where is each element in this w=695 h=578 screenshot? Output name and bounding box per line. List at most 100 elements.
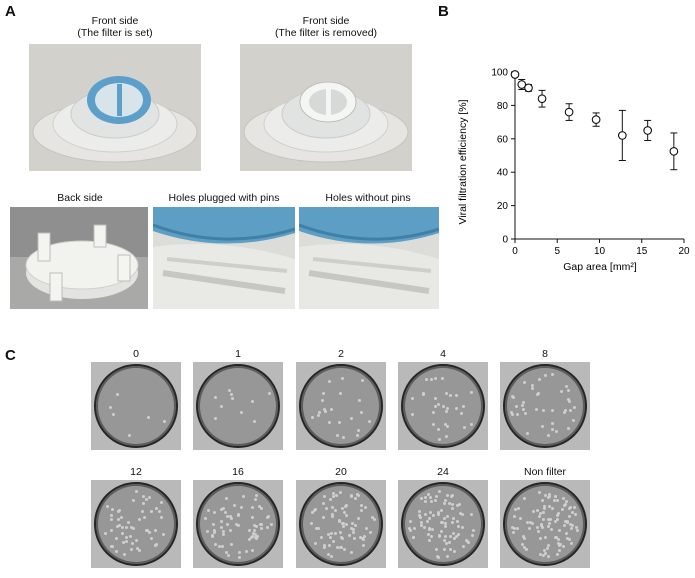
plaque-dot bbox=[516, 526, 520, 530]
plaque-dot bbox=[423, 525, 427, 529]
plaque-dot bbox=[558, 544, 562, 548]
plaque-dot bbox=[444, 410, 448, 414]
plaque-dot bbox=[315, 526, 319, 530]
plaque-dot bbox=[362, 534, 366, 538]
panel-letter-c: C bbox=[5, 347, 16, 364]
plaque-dot bbox=[149, 537, 153, 541]
petri-plate bbox=[398, 480, 488, 568]
plaque-dot bbox=[331, 506, 334, 510]
plaque-dot bbox=[445, 514, 449, 518]
plaque-dot bbox=[259, 506, 263, 510]
plaque-dot bbox=[443, 422, 447, 426]
plaque-dot bbox=[354, 497, 358, 501]
plaque-dot bbox=[322, 515, 326, 519]
plaque-dot bbox=[364, 527, 368, 531]
plaque-dot bbox=[147, 415, 151, 419]
plate-label: 0 bbox=[133, 348, 139, 360]
plaque-dot bbox=[350, 521, 354, 525]
plaque-dot bbox=[214, 416, 218, 420]
plaque-dot bbox=[131, 498, 135, 502]
plaque-dot bbox=[574, 513, 578, 517]
plate-label: 8 bbox=[542, 348, 548, 360]
plaque-dot bbox=[340, 506, 344, 510]
plaque-dot bbox=[212, 528, 216, 532]
plaque-dot bbox=[253, 533, 257, 537]
plaque-dot bbox=[124, 539, 128, 543]
plaque-dot bbox=[117, 518, 121, 522]
plaque-dot bbox=[224, 550, 228, 554]
plaque-dot bbox=[561, 507, 565, 511]
plaque-dot bbox=[550, 527, 554, 531]
plaque-dot bbox=[212, 531, 216, 535]
plaque-dot bbox=[125, 526, 129, 530]
plaque-dot bbox=[534, 407, 538, 411]
plaque-dot bbox=[458, 512, 462, 516]
y-tick-label: 100 bbox=[491, 68, 508, 79]
plaque-dot bbox=[438, 437, 441, 441]
plaque-dot bbox=[564, 409, 568, 413]
plaque-dot bbox=[429, 496, 433, 500]
plaque-dot bbox=[443, 539, 447, 543]
plaque-dot bbox=[326, 533, 330, 537]
plaque-dot bbox=[327, 420, 331, 424]
plaque-dot bbox=[541, 554, 545, 558]
plaque-dot bbox=[521, 542, 525, 546]
plaque-dot bbox=[250, 400, 254, 404]
photo-holes-without bbox=[299, 207, 439, 309]
data-point bbox=[617, 131, 627, 140]
data-point bbox=[510, 70, 520, 79]
plaque-dot bbox=[328, 535, 332, 539]
plaque-dot bbox=[141, 501, 145, 505]
plaque-dot bbox=[541, 409, 545, 413]
plate-label: 16 bbox=[232, 466, 244, 478]
plaque-dot bbox=[444, 542, 448, 546]
plaque-dot bbox=[424, 377, 428, 381]
plaque-dot bbox=[566, 426, 570, 430]
plaque-dot bbox=[537, 391, 541, 395]
x-tick-label: 10 bbox=[594, 246, 606, 257]
plaque-dot bbox=[462, 425, 466, 429]
plaque-dot bbox=[540, 526, 544, 530]
y-tick-label: 80 bbox=[497, 101, 509, 112]
plaque-dot bbox=[234, 523, 238, 527]
plaque-dot bbox=[343, 504, 347, 508]
x-tick-label: 5 bbox=[554, 246, 560, 257]
plaque-dot bbox=[411, 397, 415, 401]
plaque-dot bbox=[540, 522, 544, 526]
plaque-dot bbox=[224, 510, 228, 514]
plaque-dot bbox=[537, 490, 541, 494]
plaque-dot bbox=[110, 529, 114, 533]
plaque-dot bbox=[349, 550, 353, 554]
plaque-dot bbox=[567, 398, 571, 402]
plaque-dot bbox=[442, 547, 446, 551]
plaque-dot bbox=[448, 535, 452, 539]
plaque-dot bbox=[252, 420, 256, 424]
petri-plate bbox=[500, 480, 590, 568]
caption-front-removed: Front side (The filter is removed) bbox=[274, 15, 378, 39]
plaque-dot bbox=[557, 529, 561, 533]
plaque-dot bbox=[427, 533, 431, 537]
plaque-dot bbox=[320, 398, 324, 402]
plaque-dot bbox=[126, 520, 130, 524]
plaque-dot bbox=[562, 504, 566, 508]
plaque-dot bbox=[115, 550, 119, 554]
plaque-dot bbox=[220, 404, 224, 408]
plaque-dot bbox=[328, 543, 332, 547]
plate-label: Non filter bbox=[523, 466, 566, 478]
plaque-dot bbox=[542, 511, 546, 515]
plaque-dot bbox=[408, 527, 412, 531]
plaque-dot bbox=[560, 390, 564, 394]
plaque-dot bbox=[220, 520, 224, 524]
plaque-dot bbox=[470, 422, 474, 426]
plate-dish bbox=[94, 482, 178, 566]
plaque-dot bbox=[226, 554, 230, 558]
plaque-dot bbox=[566, 536, 570, 540]
plaque-dot bbox=[109, 406, 113, 410]
plaque-dot bbox=[338, 420, 342, 424]
plaque-dot bbox=[524, 412, 528, 416]
plaque-dot bbox=[536, 529, 540, 533]
plaque-dot bbox=[253, 498, 257, 502]
plaque-dot bbox=[410, 413, 414, 417]
plaque-dot bbox=[454, 406, 458, 410]
plaque-dot bbox=[453, 536, 457, 540]
